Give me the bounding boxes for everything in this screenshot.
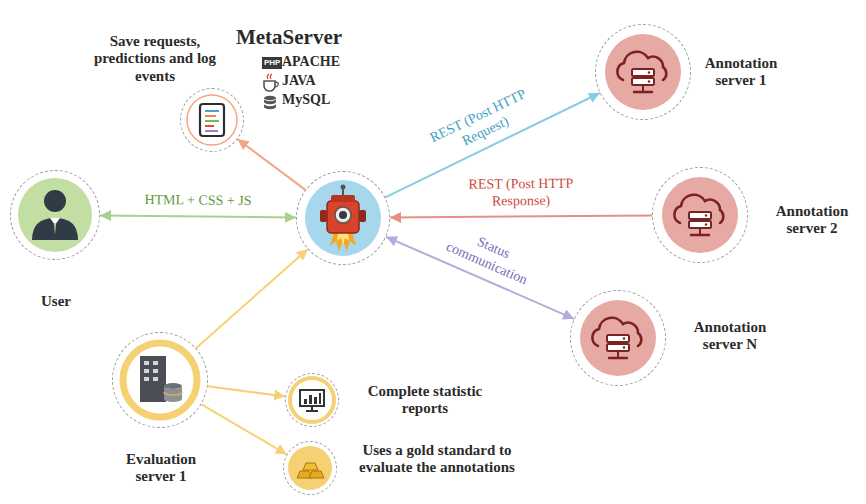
edge-label: REST (Post HTTP Request)	[415, 80, 548, 168]
annotation-server: Annotation server N	[570, 290, 666, 386]
node-label: Complete statistic reports	[357, 383, 493, 418]
node-label: Evaluation server 1	[109, 451, 213, 486]
connector	[196, 249, 308, 348]
edge-label: HTML + CSS + JS	[142, 192, 255, 210]
annotation-server: Annotation server 2	[652, 167, 748, 263]
storage-node: Save requests, predictions and log event…	[180, 88, 244, 152]
connector	[208, 386, 286, 396]
connector	[390, 215, 652, 217]
connector	[238, 139, 306, 190]
user-node: User	[10, 170, 100, 260]
edge-label: REST (Post HTTP Response)	[455, 175, 587, 210]
php-badge: PHP	[262, 57, 282, 69]
tech-label: JAVA	[282, 73, 316, 89]
tech-label: APACHE	[282, 54, 340, 70]
report-node: Complete statistic reports	[285, 373, 339, 427]
node-label: Annotation server 2	[769, 203, 855, 238]
connector	[201, 404, 286, 454]
evaluation-server-icon	[123, 343, 197, 417]
node-label: User	[16, 293, 96, 310]
node-label: Save requests, predictions and log event…	[91, 33, 219, 85]
gold-standard-node: Uses a gold standard to evaluate the ann…	[283, 441, 337, 495]
evaluation-server: Evaluation server 1	[112, 332, 208, 428]
gold-icon	[288, 446, 332, 490]
metaserver-node: MetaServer	[296, 171, 390, 265]
node-label: Uses a gold standard to evaluate the ann…	[351, 442, 523, 477]
connector	[100, 215, 296, 217]
report-icon	[290, 378, 334, 422]
document-icon	[187, 95, 237, 145]
robot-icon	[305, 180, 381, 256]
node-label: Annotation server 1	[698, 55, 784, 90]
user-icon	[18, 178, 92, 252]
annotation-server: Annotation server 1	[595, 24, 691, 120]
java-icon	[264, 74, 278, 91]
node-label: Annotation server N	[687, 319, 773, 354]
database-icon	[264, 96, 276, 109]
tech-label: MySQL	[282, 92, 330, 108]
node-label: MetaServer	[227, 25, 351, 49]
